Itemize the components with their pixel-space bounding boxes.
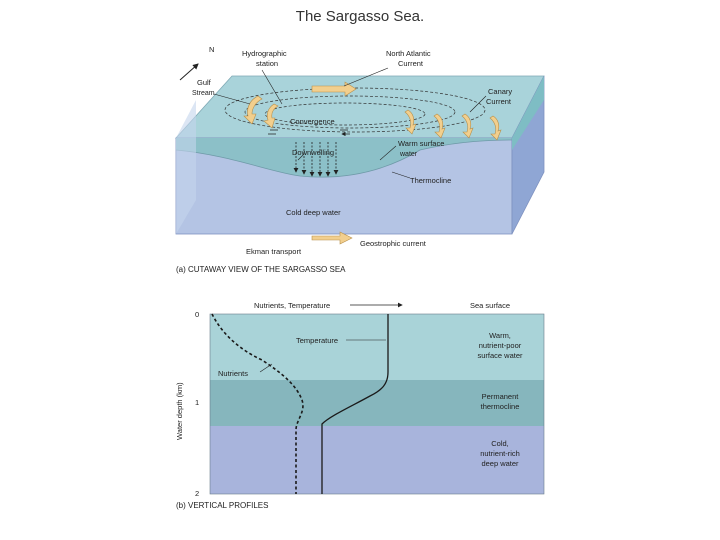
block-left-face [176,100,196,234]
zone-cold-line2: nutrient-rich [480,449,520,458]
sea-surface-top [175,75,545,139]
ekman-transport-label: Ekman transport [246,247,302,256]
gyre-contours [224,87,486,133]
current-arrows [243,81,502,245]
tick-0: 0 [195,310,199,319]
downwelling-arrows [293,142,339,177]
warm-water-label: water [399,151,418,158]
zone-warm-line2: nutrient-poor [479,341,522,350]
convergence-label: Convergence [290,117,335,126]
warm-water-lens [176,138,512,178]
canary-label: Canary [488,87,512,96]
profiles-caption: (b) VERTICAL PROFILES [176,501,268,510]
canary-current-label: Current [486,97,512,106]
zone-thermocline [210,380,544,426]
warm-surface-label: Warm surface [398,139,444,148]
geostrophic-arrow [311,231,353,245]
cold-deep-water-label: Cold deep water [286,208,341,217]
stream-label: Stream [192,90,215,97]
convergence-arrows [268,129,350,134]
north-atlantic-current-label: Current [398,59,424,68]
zone-warm-line3: surface water [477,351,523,360]
temperature-label: Temperature [296,336,338,345]
station-label: station [256,59,278,68]
zone-thermo-line1: Permanent [482,392,520,401]
zone-warm-line1: Warm, [489,331,511,340]
gulf-label: Gulf [197,78,212,87]
cutaway-diagram: N Gulf Stream Hydrographic station North… [175,45,545,274]
tick-1: 1 [195,398,199,407]
zone-thermo-line2: thermocline [481,402,520,411]
nutrients-profile [211,313,304,494]
profiles-header: Nutrients, Temperature [254,301,330,310]
slide-title: The Sargasso Sea. [295,8,425,25]
zone-labels: Warm, nutrient-poor surface water Perman… [477,331,523,468]
zone-cold-deep [210,426,544,494]
downwelling-label: Downwelling [292,148,334,157]
geostrophic-current-label: Geostrophic current [360,239,427,248]
zone-cold-line1: Cold, [491,439,509,448]
compass-arrow [179,63,199,81]
tick-2: 2 [195,489,199,498]
thermocline-line [175,139,513,178]
temperature-profile [321,314,389,494]
thermocline-label: Thermocline [410,176,451,185]
zone-warm-surface [210,314,544,380]
north-atlantic-label: North Atlantic [386,49,431,58]
sea-surface-label: Sea surface [470,301,510,310]
north-label: N [209,45,214,54]
leader-lines [213,67,487,179]
cutaway-caption: (a) CUTAWAY VIEW OF THE SARGASSO SEA [176,265,346,274]
hydrographic-label: Hydrographic [242,49,287,58]
vertical-profiles: Nutrients, Temperature Sea surface 0 1 2… [175,301,545,510]
block-side-face [511,75,545,235]
zone-cold-line3: deep water [481,459,519,468]
nutrients-label: Nutrients [218,369,248,378]
y-axis-label: Water depth (km) [175,382,184,440]
